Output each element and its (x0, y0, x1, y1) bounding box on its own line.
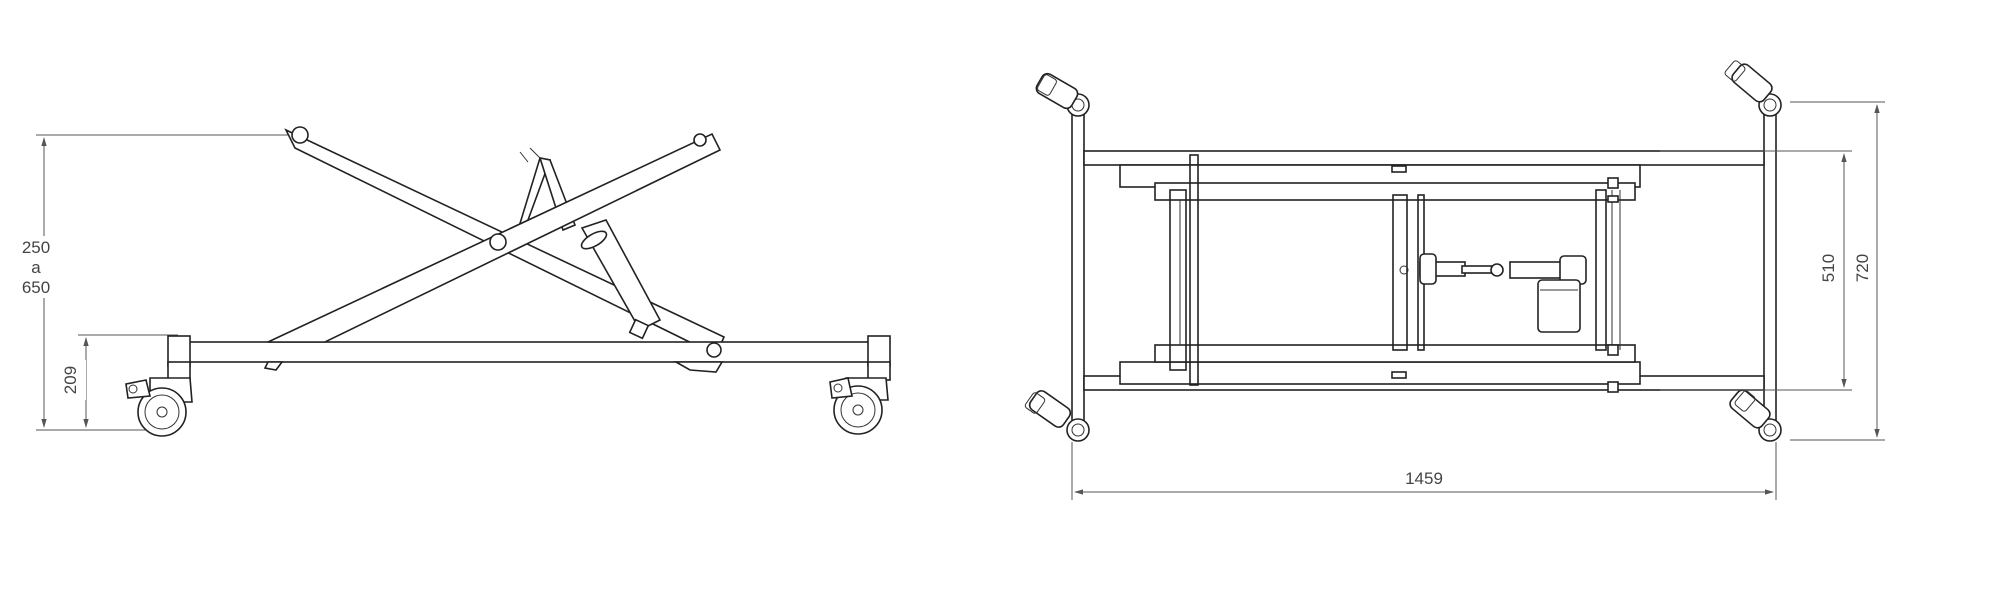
top-caster-bottom-right (1729, 389, 1782, 442)
top-view: 1459 510 720 (1024, 60, 1885, 500)
hinge-pins (1391, 165, 1619, 393)
frame-height-label: 209 (61, 366, 80, 394)
base-frame (167, 335, 891, 367)
inner-width-label: 510 (1819, 254, 1838, 282)
height-min-label: 250 (22, 238, 50, 257)
overall-width-label: 720 (1853, 254, 1872, 282)
inner-width-dimension: 510 (1660, 150, 1852, 391)
top-caster-top-right (1724, 60, 1782, 117)
overall-width-dimension: 720 (1790, 101, 1885, 441)
caster-left (125, 361, 193, 437)
height-range-dimension: 250 a 650 (22, 134, 290, 431)
side-view: 250 a 650 209 (22, 126, 891, 437)
height-max-label: 650 (22, 278, 50, 297)
actuator-motor (1399, 253, 1587, 333)
inner-platform (1119, 154, 1641, 386)
caster-right (829, 361, 891, 435)
top-caster-bottom-left (1024, 390, 1090, 442)
frame-height-dimension: 209 (61, 334, 178, 428)
overall-length-label: 1459 (1405, 469, 1443, 488)
scissor-arm-b (263, 132, 724, 373)
top-caster-top-left (1035, 72, 1090, 117)
height-connector-label: a (31, 258, 41, 277)
length-dimension: 1459 (1071, 442, 1777, 500)
